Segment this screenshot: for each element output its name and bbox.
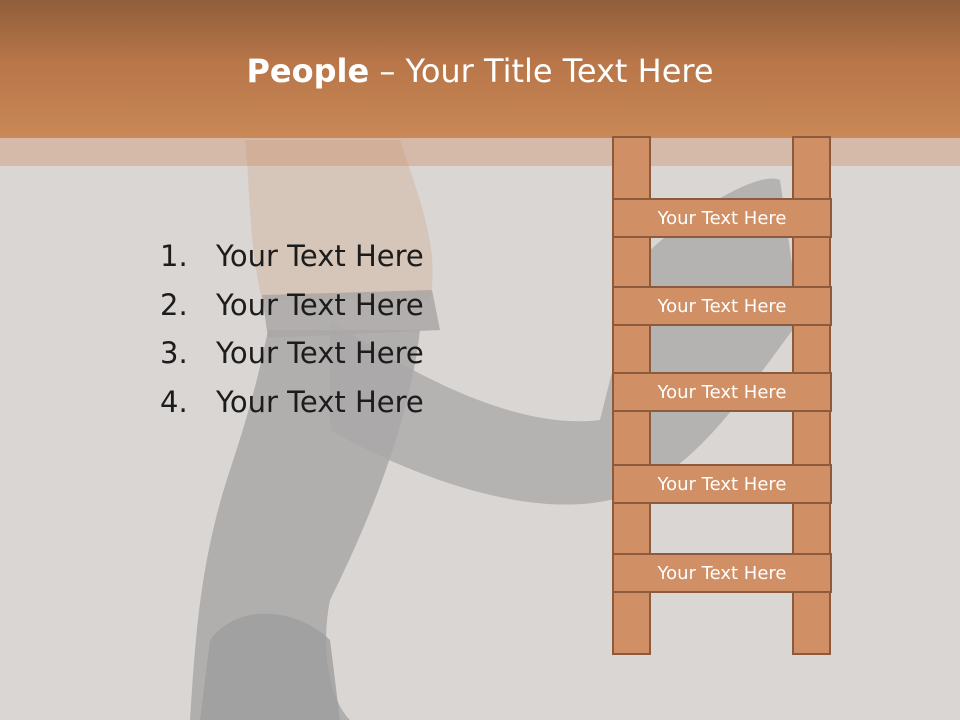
list-item-text: Your Text Here	[216, 384, 424, 419]
ladder-rung-1: Your Text Here	[612, 198, 832, 238]
list-item: 2. Your Text Here	[160, 281, 424, 330]
list-item: 3. Your Text Here	[160, 329, 424, 378]
ladder-rung-2: Your Text Here	[612, 286, 832, 326]
title-bold-word: People	[246, 52, 370, 90]
list-item-text: Your Text Here	[216, 239, 424, 273]
title-rest: – Your Title Text Here	[369, 52, 714, 90]
ladder-rung-3: Your Text Here	[612, 372, 832, 412]
list-item-text: Your Text Here	[216, 336, 424, 370]
numbered-list: 1. Your Text Here 2. Your Text Here 3. Your…	[160, 232, 424, 426]
list-item: 4. Your Text Here	[160, 378, 424, 427]
list-item-number: 2.	[160, 287, 188, 322]
list-item-text: Your Text Here	[216, 287, 424, 322]
list-item-number: 4.	[160, 384, 188, 419]
list-item-number: 3.	[160, 336, 188, 370]
slide-title: People – Your Title Text Here	[0, 52, 960, 90]
list-item-number: 1.	[160, 239, 188, 273]
ladder-rung-5: Your Text Here	[612, 553, 832, 593]
list-item: 1. Your Text Here	[160, 232, 424, 281]
title-bar	[0, 0, 960, 138]
ladder-rung-4: Your Text Here	[612, 464, 832, 504]
